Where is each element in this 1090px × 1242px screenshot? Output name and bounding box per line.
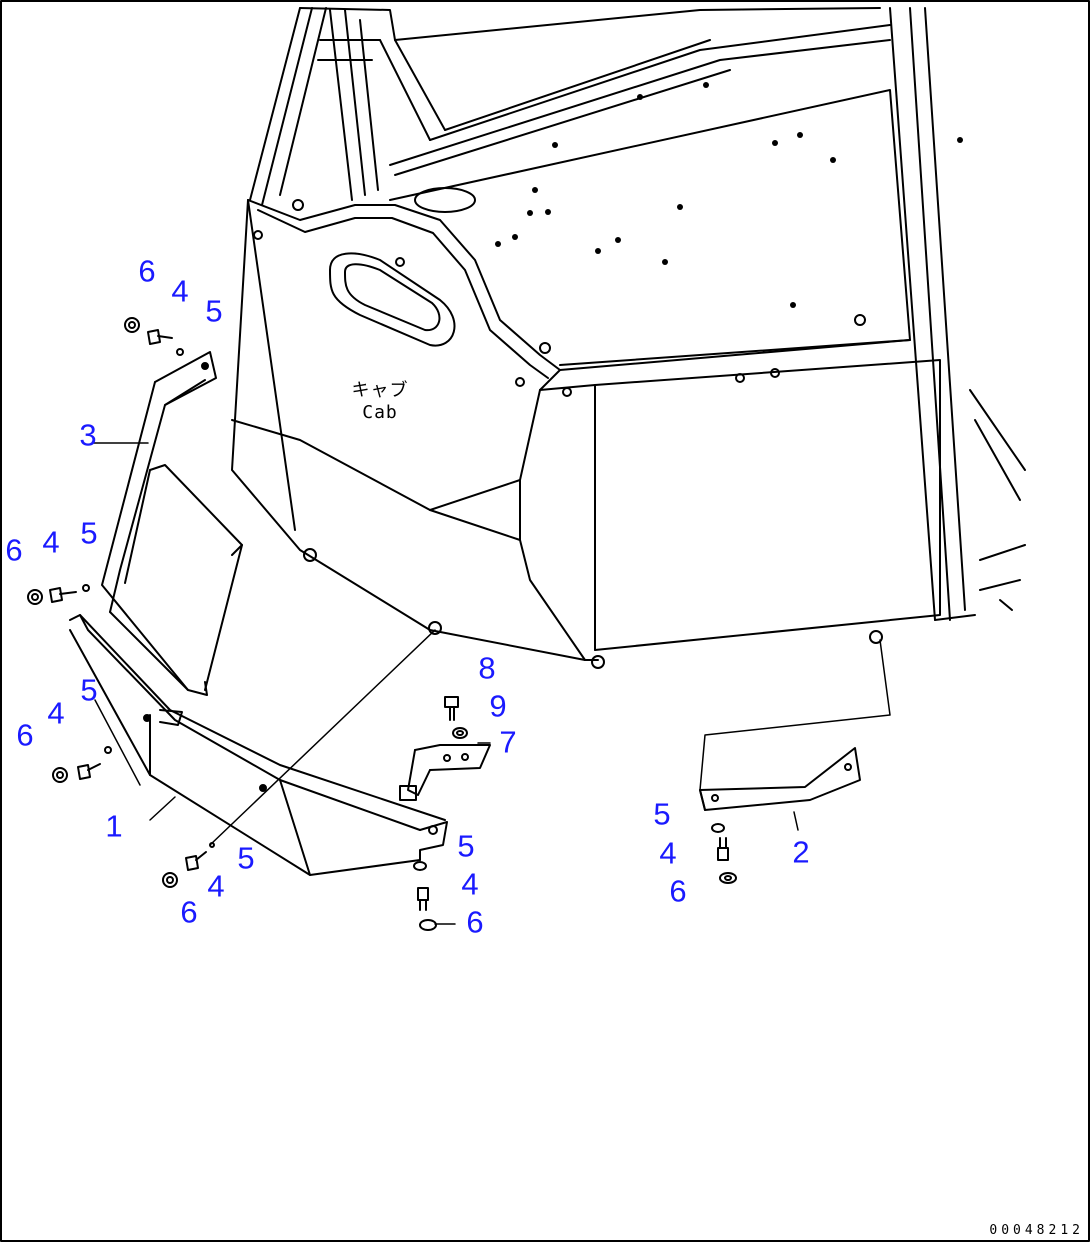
hardware (27, 317, 737, 931)
callout-6-bottom: 6 (180, 894, 198, 930)
callout-6-mid: 6 (5, 532, 23, 568)
callout-5-top: 5 (205, 293, 223, 329)
cab-label-en: Cab (362, 402, 398, 423)
callout-6-low: 6 (16, 717, 34, 753)
callout-4-mid: 4 (42, 524, 60, 560)
callout-4-bottom: 4 (207, 868, 225, 904)
callout-8: 8 (478, 650, 496, 686)
callout-3: 3 (79, 417, 97, 453)
leader-lines (91, 442, 799, 925)
callout-5-center: 5 (457, 828, 475, 864)
callout-6-right: 6 (669, 873, 687, 909)
callout-5-right: 5 (653, 796, 671, 832)
callout-4-center: 4 (461, 866, 479, 902)
callout-2: 2 (792, 834, 810, 870)
drawing-number: 00048212 (989, 1223, 1084, 1238)
callout-6-center: 6 (466, 904, 484, 940)
callout-6-top: 6 (138, 253, 156, 289)
callout-9: 9 (489, 688, 507, 724)
cab-label-jp: キャブ (351, 380, 409, 401)
part-2-bracket (699, 639, 891, 811)
callout-4-right: 4 (659, 835, 677, 871)
cab-body (231, 7, 1026, 669)
callout-5-bottom: 5 (237, 840, 255, 876)
part-7-bracket (399, 696, 491, 801)
part-1-cover (69, 614, 448, 876)
callout-4-low: 4 (47, 695, 65, 731)
part-3-frame (101, 351, 243, 696)
callout-4-top: 4 (171, 273, 189, 309)
callout-5-mid: 5 (80, 515, 98, 551)
floor-holes (495, 82, 963, 308)
cab-label: キャブ Cab (340, 380, 420, 424)
callout-5-low: 5 (80, 672, 98, 708)
callout-1: 1 (105, 808, 123, 844)
callout-7: 7 (499, 724, 517, 760)
